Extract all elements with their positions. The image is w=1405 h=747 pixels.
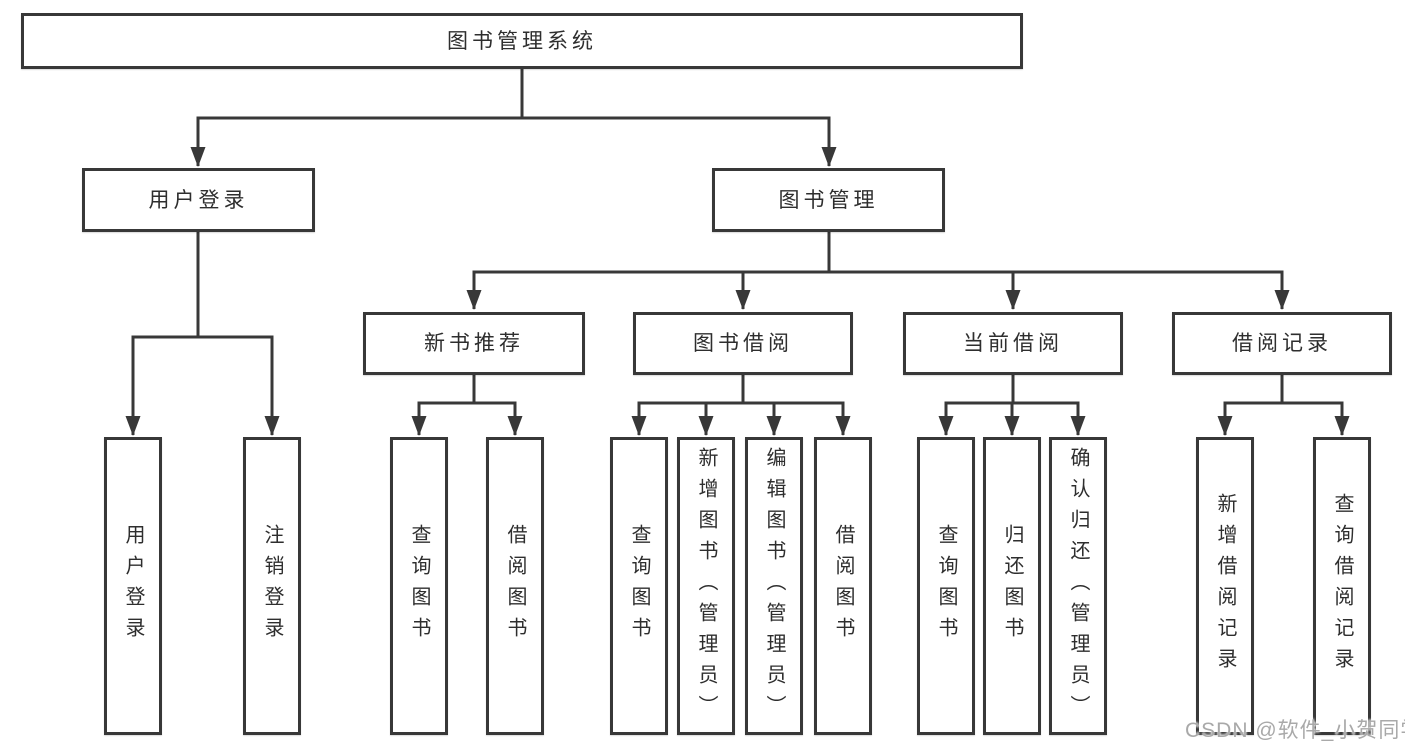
leaf-node-borrow-books-borrowing: 借阅图书 bbox=[814, 437, 872, 735]
leaf-query-borrow-record-label: 查询借阅记录 bbox=[1331, 493, 1353, 679]
leaf-add-borrow-record-label: 新增借阅记录 bbox=[1214, 493, 1236, 679]
branch-book-management-label: 图书管理 bbox=[778, 188, 879, 212]
branch-node-book-management: 图书管理 bbox=[712, 168, 945, 232]
module-current-borrowing-label: 当前借阅 bbox=[963, 332, 1063, 355]
leaf-node-user-login: 用户登录 bbox=[104, 437, 162, 735]
module-node-new-book-recommendation: 新书推荐 bbox=[363, 312, 585, 375]
module-node-current-borrowing: 当前借阅 bbox=[903, 312, 1123, 375]
leaf-node-add-books-admin: 新增图书（管理员） bbox=[677, 437, 735, 735]
leaf-node-logout: 注销登录 bbox=[243, 437, 301, 735]
leaf-add-books-admin-label: 新增图书（管理员） bbox=[695, 446, 717, 726]
leaf-node-query-books-recommend: 查询图书 bbox=[390, 437, 448, 735]
leaf-edit-books-admin-label: 编辑图书（管理员） bbox=[763, 446, 785, 726]
module-borrowing-records-label: 借阅记录 bbox=[1232, 332, 1332, 355]
branch-user-login-label: 用户登录 bbox=[148, 188, 249, 212]
leaf-node-edit-books-admin: 编辑图书（管理员） bbox=[745, 437, 803, 735]
module-new-book-recommendation-label: 新书推荐 bbox=[424, 332, 524, 355]
leaf-node-add-borrow-record: 新增借阅记录 bbox=[1196, 437, 1254, 735]
module-book-borrowing-label: 图书借阅 bbox=[693, 332, 793, 355]
module-node-book-borrowing: 图书借阅 bbox=[633, 312, 853, 375]
leaf-node-query-borrow-record: 查询借阅记录 bbox=[1313, 437, 1371, 735]
leaf-user-login-label: 用户登录 bbox=[122, 524, 144, 648]
leaf-logout-label: 注销登录 bbox=[261, 524, 283, 648]
root-node-label: 图书管理系统 bbox=[447, 29, 597, 53]
branch-node-user-login: 用户登录 bbox=[82, 168, 315, 232]
root-node-system: 图书管理系统 bbox=[21, 13, 1023, 69]
leaf-query-books-recommend-label: 查询图书 bbox=[408, 524, 430, 648]
leaf-confirm-return-admin-label: 确认归还（管理员） bbox=[1067, 446, 1089, 726]
leaf-node-return-books: 归还图书 bbox=[983, 437, 1041, 735]
leaf-borrow-books-borrowing-label: 借阅图书 bbox=[832, 524, 854, 648]
leaf-node-confirm-return-admin: 确认归还（管理员） bbox=[1049, 437, 1107, 735]
leaf-node-query-books-borrowing: 查询图书 bbox=[610, 437, 668, 735]
leaf-query-books-borrowing-label: 查询图书 bbox=[628, 524, 650, 648]
leaf-borrow-books-recommend-label: 借阅图书 bbox=[504, 524, 526, 648]
leaf-node-query-books-current: 查询图书 bbox=[917, 437, 975, 735]
leaf-query-books-current-label: 查询图书 bbox=[935, 524, 957, 648]
leaf-node-borrow-books-recommend: 借阅图书 bbox=[486, 437, 544, 735]
watermark-text: CSDN @软件_小贺同学 bbox=[1185, 719, 1405, 742]
leaf-return-books-label: 归还图书 bbox=[1001, 524, 1023, 648]
module-node-borrowing-records: 借阅记录 bbox=[1172, 312, 1392, 375]
